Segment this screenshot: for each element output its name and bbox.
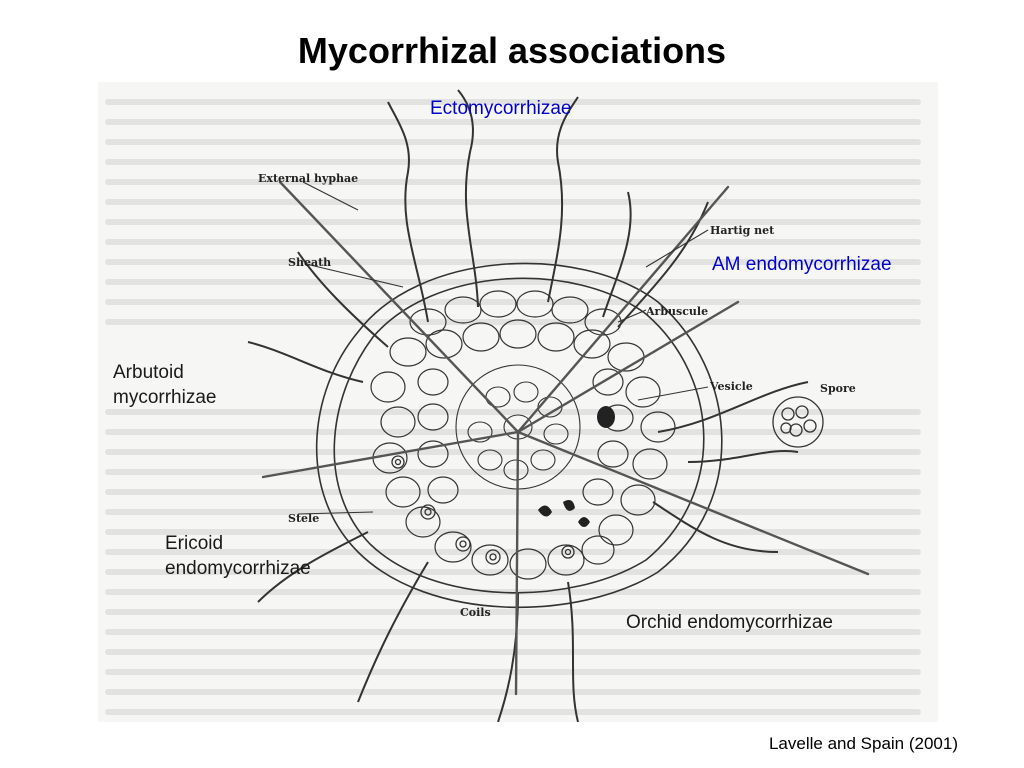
diagram-drawing: External hyphae Hartig net Sheath Arbusc… (105, 89, 921, 722)
ericoid-line-1: Ericoid (165, 533, 224, 554)
citation: Lavelle and Spain (2001) (768, 734, 958, 753)
root-cross-section (315, 262, 723, 609)
label-arbutoid-mycorrhizae: Arbutoid mycorrhizae (113, 360, 216, 410)
label-spore: Spore (820, 382, 856, 395)
arbutoid-line-1: Arbutoid (113, 362, 184, 383)
label-coils: Coils (460, 606, 491, 619)
arbutoid-line-2: mycorrhizae (113, 387, 217, 408)
label-orchid-endomycorrhizae: Orchid endomycorrhizae (626, 612, 833, 633)
pelotons (538, 500, 590, 527)
label-leaders (297, 181, 709, 515)
coil-structures (391, 455, 575, 565)
mycorrhiza-diagram: External hyphae Hartig net Sheath Arbusc… (98, 82, 938, 722)
sheath-layer (333, 277, 705, 594)
cortex-cells (370, 290, 676, 580)
label-external-hyphae: External hyphae (258, 172, 358, 185)
label-stele: Stele (288, 512, 319, 525)
spore-drawing (772, 396, 824, 448)
slide-title: Mycorrhizal associations (297, 30, 727, 71)
label-vesicle: Vesicle (709, 380, 753, 393)
label-arbuscule: Arbuscule (645, 305, 708, 318)
label-am-endomycorrhizae: AM endomycorrhizae (712, 254, 892, 275)
label-sheath: Sheath (288, 256, 331, 269)
label-ericoid-endomycorrhizae: Ericoid endomycorrhizae (165, 531, 311, 581)
root-outline (315, 262, 723, 609)
sector-divider-lines (261, 180, 870, 696)
label-ectomycorrhizae: Ectomycorrhizae (430, 98, 572, 119)
ericoid-line-2: endomycorrhizae (165, 558, 311, 579)
label-hartig-net: Hartig net (710, 224, 775, 237)
vesicle-body (597, 406, 615, 428)
